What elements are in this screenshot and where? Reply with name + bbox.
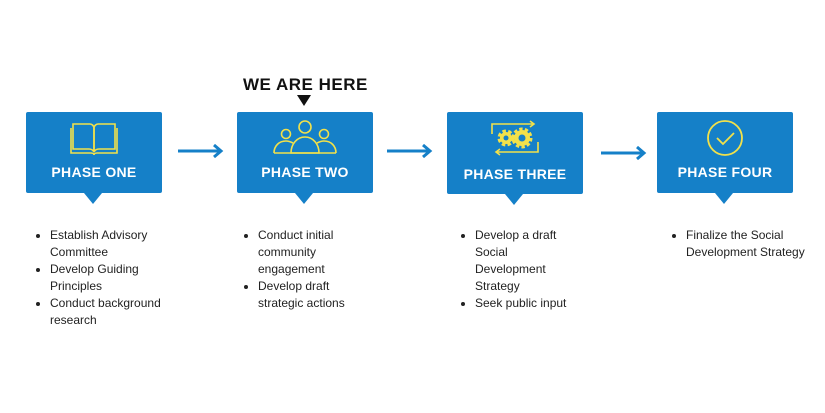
phase-one-tasks: Establish Advisory Committee Develop Gui… (30, 227, 170, 329)
phase-four-box: PHASE FOUR (657, 112, 793, 204)
phase-two-box: PHASE TWO (237, 112, 373, 204)
list-item: Conduct initial community engagement (258, 227, 378, 278)
arrow-right-icon (601, 146, 647, 160)
gears-cycle-icon (447, 118, 583, 158)
phase-label: PHASE TWO (261, 164, 349, 180)
phase-one-box: PHASE ONE (26, 112, 162, 204)
marker-pointer-icon (297, 95, 311, 106)
phase-three-tasks: Develop a draft Social Development Strat… (455, 227, 575, 312)
book-icon (26, 118, 162, 158)
phase-label: PHASE THREE (463, 166, 567, 182)
phase-label: PHASE FOUR (677, 164, 773, 180)
phase-four-tasks: Finalize the Social Development Strategy (666, 227, 806, 261)
list-item: Establish Advisory Committee (50, 227, 170, 261)
list-item: Develop draft strategic actions (258, 278, 378, 312)
list-item: Develop Guiding Principles (50, 261, 170, 295)
phase-three-box: PHASE THREE (447, 112, 583, 205)
people-icon (237, 118, 373, 158)
list-item: Finalize the Social Development Strategy (686, 227, 806, 261)
list-item: Develop a draft Social Development Strat… (475, 227, 575, 295)
check-circle-icon (657, 118, 793, 158)
arrow-right-icon (387, 144, 433, 158)
phase-label: PHASE ONE (51, 164, 137, 180)
we-are-here-label: WE ARE HERE (243, 75, 368, 94)
arrow-right-icon (178, 144, 224, 158)
list-item: Seek public input (475, 295, 575, 312)
phase-two-tasks: Conduct initial community engagement Dev… (238, 227, 378, 312)
list-item: Conduct background research (50, 295, 170, 329)
